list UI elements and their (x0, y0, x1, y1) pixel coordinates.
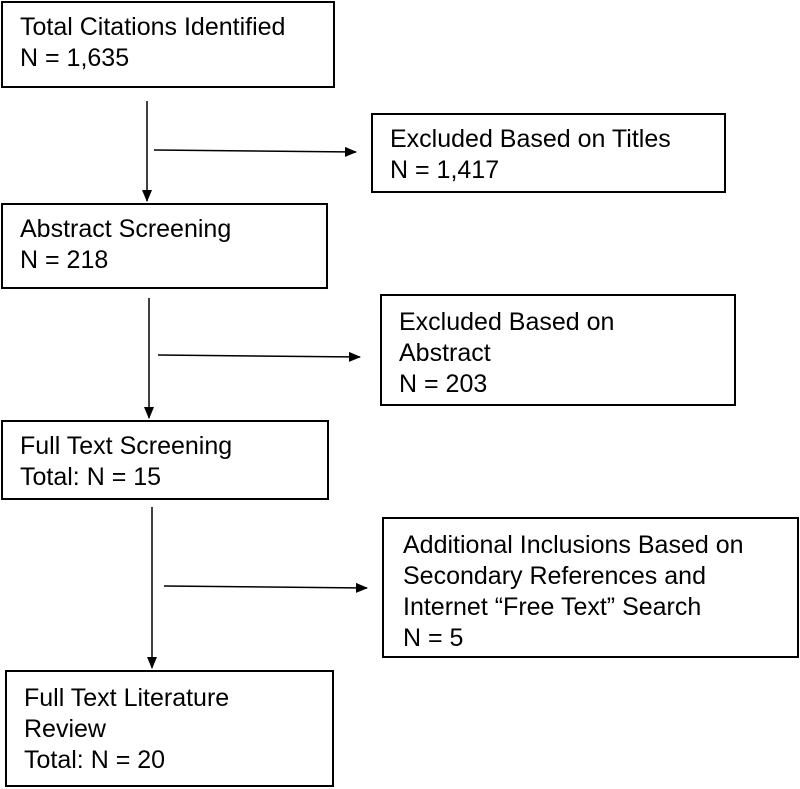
additional-inclusions-title-line1: Additional Inclusions Based on (403, 531, 744, 559)
excluded-titles-box: Excluded Based on Titles N = 1,417 (371, 113, 726, 193)
full-text-screening-title: Full Text Screening (20, 432, 233, 460)
abstract-screening-count: N = 218 (20, 246, 109, 274)
additional-inclusions-title-line2: Secondary References and (403, 562, 706, 590)
full-text-review-total: Total: N = 20 (24, 746, 166, 774)
abstract-screening-box: Abstract Screening N = 218 (1, 203, 328, 289)
arrow-to-additional-inclusions (163, 582, 368, 593)
additional-inclusions-box: Additional Inclusions Based on Secondary… (382, 517, 799, 658)
full-text-review-title-line1: Full Text Literature (24, 684, 230, 712)
arrow-to-excluded-abstract (157, 351, 361, 362)
full-text-screening-box: Full Text Screening Total: N = 15 (1, 420, 329, 500)
full-text-review-box: Full Text Literature Review Total: N = 2… (5, 670, 334, 787)
full-text-review-title-line2: Review (24, 715, 106, 743)
excluded-abstract-title-line2: Abstract (399, 339, 491, 367)
total-citations-title: Total Citations Identified (20, 13, 286, 41)
excluded-abstract-box: Excluded Based on Abstract N = 203 (380, 294, 736, 406)
excluded-abstract-count: N = 203 (399, 370, 488, 398)
excluded-abstract-title-line1: Excluded Based on (399, 308, 615, 336)
total-citations-count: N = 1,635 (20, 44, 130, 72)
abstract-screening-title: Abstract Screening (20, 215, 232, 243)
additional-inclusions-title-line3: Internet “Free Text” Search (403, 593, 702, 621)
total-citations-box: Total Citations Identified N = 1,635 (1, 1, 335, 88)
arrow-to-excluded-titles (153, 146, 357, 157)
excluded-titles-count: N = 1,417 (390, 156, 500, 184)
full-text-screening-total: Total: N = 15 (20, 463, 162, 491)
additional-inclusions-count: N = 5 (403, 624, 464, 652)
excluded-titles-title: Excluded Based on Titles (390, 125, 671, 153)
